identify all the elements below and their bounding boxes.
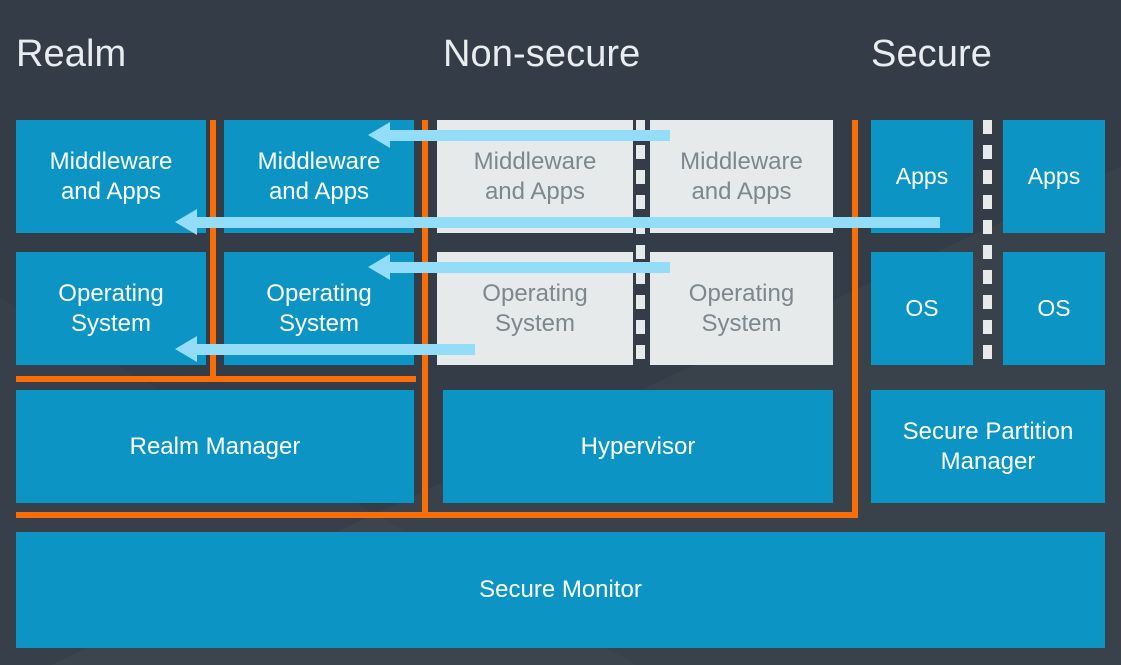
nonsecure-world-b-middleware-box[interactable]: Middleware and Apps <box>650 120 833 233</box>
realm-world-a-middleware-line1: Middleware <box>49 148 173 176</box>
secure-world-b-os-label: OS <box>1037 295 1071 322</box>
realm-world-b-middleware-line2: and Apps <box>268 177 370 205</box>
secure-world-a-os-label: OS <box>905 295 939 322</box>
orange-rail-above-realm-manager <box>16 376 416 382</box>
nonsecure-world-a-os-line2: System <box>494 309 575 337</box>
arrow-head <box>175 209 197 235</box>
nonsecure-world-b-os-box[interactable]: Operating System <box>650 252 833 365</box>
secure-partition-manager-box[interactable]: Secure Partition Manager <box>871 390 1105 503</box>
hypervisor-box[interactable]: Hypervisor <box>443 390 833 503</box>
orange-boundary-realm-inner <box>210 120 216 382</box>
nonsecure-world-a-middleware-line2: and Apps <box>484 177 586 205</box>
arrow-nonsecure-world-b-to-realm-world-a <box>175 209 940 235</box>
arrow-head <box>368 254 390 280</box>
arrow-nonsecure-os-b-to-realm-os-b <box>368 254 670 280</box>
column-title-secure: Secure <box>871 33 993 75</box>
arrow-shaft <box>197 217 940 228</box>
realm-manager-box[interactable]: Realm Manager <box>16 390 414 503</box>
realm-world-a-os-line2: System <box>70 309 151 337</box>
secure-world-a-apps-label: Apps <box>895 163 949 190</box>
arrow-nonsecure-os-a-to-realm-os-a <box>175 336 475 362</box>
orange-rail-above-secure-monitor <box>16 512 858 518</box>
column-title-realm: Realm <box>16 33 127 75</box>
nonsecure-world-b-middleware-line2: and Apps <box>691 177 792 205</box>
nonsecure-world-a-middleware-line1: Middleware <box>473 148 597 176</box>
realm-world-a-os-box[interactable]: Operating System <box>16 252 206 365</box>
arrow-shaft <box>390 262 670 273</box>
secure-partition-manager-line1: Secure Partition <box>902 418 1074 446</box>
realm-world-a-os-line1: Operating <box>58 280 164 308</box>
column-title-non-secure: Non-secure <box>443 33 641 75</box>
realm-world-b-os-line1: Operating <box>266 280 372 308</box>
realm-manager-label: Realm Manager <box>129 432 301 460</box>
secure-world-divider-dashed <box>983 120 992 365</box>
orange-boundary-realm-nonsecure <box>422 120 428 518</box>
nonsecure-world-b-os-line2: System <box>701 309 782 337</box>
nonsecure-world-a-os-line1: Operating <box>482 280 588 308</box>
secure-world-b-apps-box[interactable]: Apps <box>1003 120 1105 233</box>
realm-world-a-middleware-line2: and Apps <box>60 177 162 205</box>
arrow-head <box>175 336 197 362</box>
arrow-shaft <box>197 344 475 355</box>
secure-world-b-apps-label: Apps <box>1027 163 1081 190</box>
secure-world-b-os-box[interactable]: OS <box>1003 252 1105 365</box>
secure-monitor-label: Secure Monitor <box>479 576 642 604</box>
arrow-head <box>368 122 390 148</box>
realm-world-b-middleware-line1: Middleware <box>257 148 381 176</box>
hypervisor-label: Hypervisor <box>580 432 696 460</box>
realm-world-b-os-line2: System <box>278 309 359 337</box>
orange-boundary-nonsecure-secure <box>852 120 858 518</box>
secure-world-a-apps-box[interactable]: Apps <box>871 120 973 233</box>
secure-world-a-os-box[interactable]: OS <box>871 252 973 365</box>
secure-monitor-box[interactable]: Secure Monitor <box>16 532 1105 648</box>
arrow-nonsecure-world-b-to-realm-world-b <box>368 122 670 148</box>
arrow-shaft <box>390 130 670 141</box>
realm-world-a-middleware-box[interactable]: Middleware and Apps <box>16 120 206 233</box>
nonsecure-world-divider-dashed <box>636 120 645 365</box>
nonsecure-world-b-middleware-line1: Middleware <box>680 148 803 176</box>
secure-partition-manager-line2: Manager <box>940 447 1036 475</box>
nonsecure-world-b-os-line1: Operating <box>688 280 795 308</box>
